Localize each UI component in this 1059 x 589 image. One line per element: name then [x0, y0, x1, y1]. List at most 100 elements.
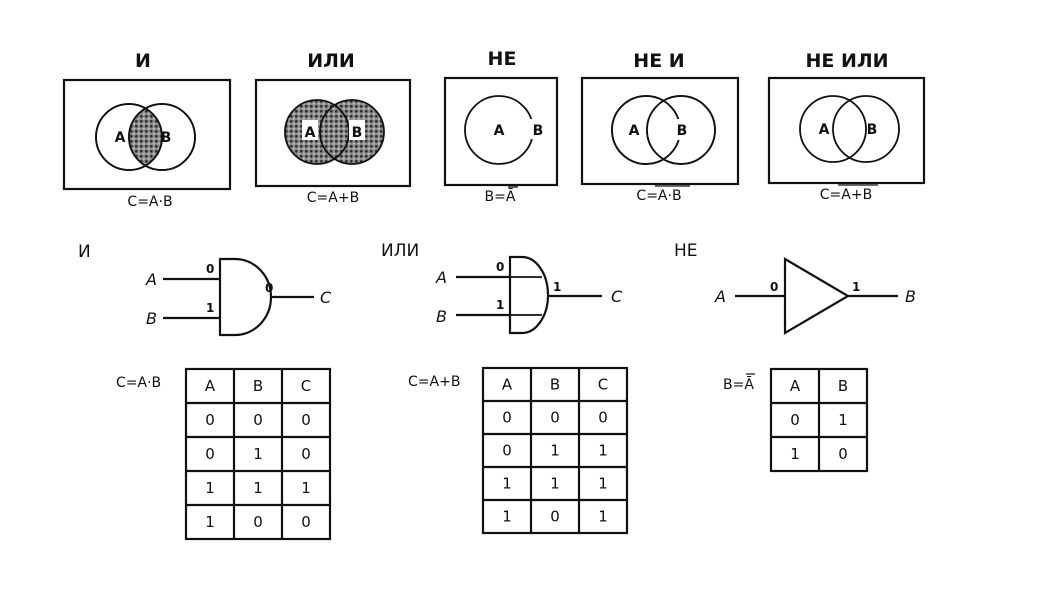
table-cell: 0: [790, 411, 800, 429]
or-gate-diagram: ИЛИ A B C 0 1 1: [381, 241, 623, 335]
set-b-label: B: [677, 123, 688, 139]
table-cell: 0: [550, 508, 560, 526]
table-cell: 0: [550, 409, 560, 427]
table-cell: 0: [301, 411, 311, 429]
input-b-value: 1: [206, 301, 214, 315]
table-cell: 1: [253, 445, 263, 463]
set-b-label: B: [352, 125, 363, 141]
input-label: A: [714, 287, 726, 306]
input-a-value: 0: [206, 262, 214, 276]
table-cell: 0: [301, 513, 311, 531]
table-cell: 1: [598, 442, 608, 460]
venn-formula: C=A·B: [636, 188, 681, 204]
set-b-label: B: [161, 130, 172, 146]
table-header-cell: C: [598, 376, 608, 394]
set-b-label: B: [867, 122, 878, 138]
table-header-cell: B: [838, 377, 848, 395]
venn-nor: НЕ ИЛИ A B C=A+B: [767, 50, 926, 203]
table-cell: 1: [301, 479, 311, 497]
set-a-label: A: [629, 123, 640, 139]
input-b-label: B: [436, 307, 447, 326]
table-cell: 0: [502, 442, 512, 460]
venn-title: НЕ: [488, 48, 517, 70]
venn-or: ИЛИ A B C=A+B: [254, 50, 412, 206]
table-cell: 1: [790, 445, 800, 463]
output-value: 1: [553, 280, 561, 294]
venn-frame: [62, 78, 232, 191]
intersection-region: [129, 104, 162, 170]
gate-section-label: ИЛИ: [381, 241, 419, 261]
and-gate-body: [218, 257, 273, 337]
venn-nand: НЕ И A B C=A·B: [580, 50, 740, 204]
venn-formula: C=A+B: [307, 190, 359, 206]
and-truth-table: C=A·B A B C 0 0 0 0 1 0 1 1 1 1 0 0: [116, 367, 332, 541]
input-b-label: B: [146, 309, 157, 328]
table-formula: C=A+B: [408, 374, 460, 390]
table-cell: 0: [253, 513, 263, 531]
table-cell: 1: [502, 475, 512, 493]
table-cell: 0: [253, 411, 263, 429]
venn-frame: [254, 78, 412, 188]
table-cell: 1: [205, 479, 215, 497]
intersection-region: [647, 96, 680, 164]
input-a-value: 0: [496, 260, 504, 274]
venn-title: НЕ ИЛИ: [805, 50, 888, 72]
table-formula: B=Ā: [723, 376, 754, 393]
gate-section-label: НЕ: [674, 241, 698, 261]
table-frame: [481, 366, 629, 535]
table-header-cell: A: [205, 377, 216, 395]
input-value: 0: [770, 280, 778, 294]
venn-frame: [580, 76, 740, 186]
venn-frame: [443, 76, 559, 187]
venn-title: ИЛИ: [307, 50, 355, 72]
venn-not: НЕ A B B=Ā: [443, 48, 559, 205]
table-cell: 0: [502, 409, 512, 427]
gate-section-label: И: [78, 242, 91, 262]
table-cell: 1: [550, 475, 560, 493]
input-a-label: A: [145, 270, 157, 289]
output-label: C: [320, 288, 332, 307]
or-gate-body: [508, 255, 550, 335]
input-a-label: A: [435, 268, 447, 287]
output-value: 1: [852, 280, 860, 294]
not-gate-diagram: НЕ A B 0 1: [674, 241, 916, 335]
table-formula: C=A·B: [116, 375, 161, 391]
table-cell: 0: [301, 445, 311, 463]
table-header-cell: C: [301, 377, 311, 395]
venn-frame: [767, 76, 926, 185]
input-b-value: 1: [496, 298, 504, 312]
output-label: C: [611, 287, 623, 306]
and-gate-diagram: И A B C 0 1 0: [78, 242, 332, 337]
venn-formula: C=A·B: [127, 194, 172, 210]
table-header-cell: A: [502, 376, 513, 394]
table-cell: 0: [205, 445, 215, 463]
table-cell: 1: [253, 479, 263, 497]
table-header-cell: B: [550, 376, 560, 394]
output-label: B: [905, 287, 916, 306]
set-a-label: A: [819, 122, 830, 138]
table-header-cell: A: [790, 377, 801, 395]
venn-formula: B=Ā: [485, 188, 516, 205]
table-cell: 0: [838, 445, 848, 463]
table-cell: 1: [598, 475, 608, 493]
venn-title: И: [135, 50, 151, 72]
venn-formula: C=A+B: [820, 187, 872, 203]
set-a-label: A: [115, 130, 126, 146]
table-cell: 1: [205, 513, 215, 531]
set-a-label: A: [494, 123, 505, 139]
not-gate-body: [783, 257, 851, 335]
table-cell: 1: [838, 411, 848, 429]
table-cell: 1: [550, 442, 560, 460]
set-b-label: B: [533, 123, 544, 139]
table-cell: 0: [205, 411, 215, 429]
venn-title: НЕ И: [633, 50, 684, 72]
table-cell: 1: [598, 508, 608, 526]
output-value: 0: [265, 281, 273, 295]
table-cell: 0: [598, 409, 608, 427]
set-a-label: A: [305, 125, 316, 141]
table-header-cell: B: [253, 377, 263, 395]
table-frame: [184, 367, 332, 541]
